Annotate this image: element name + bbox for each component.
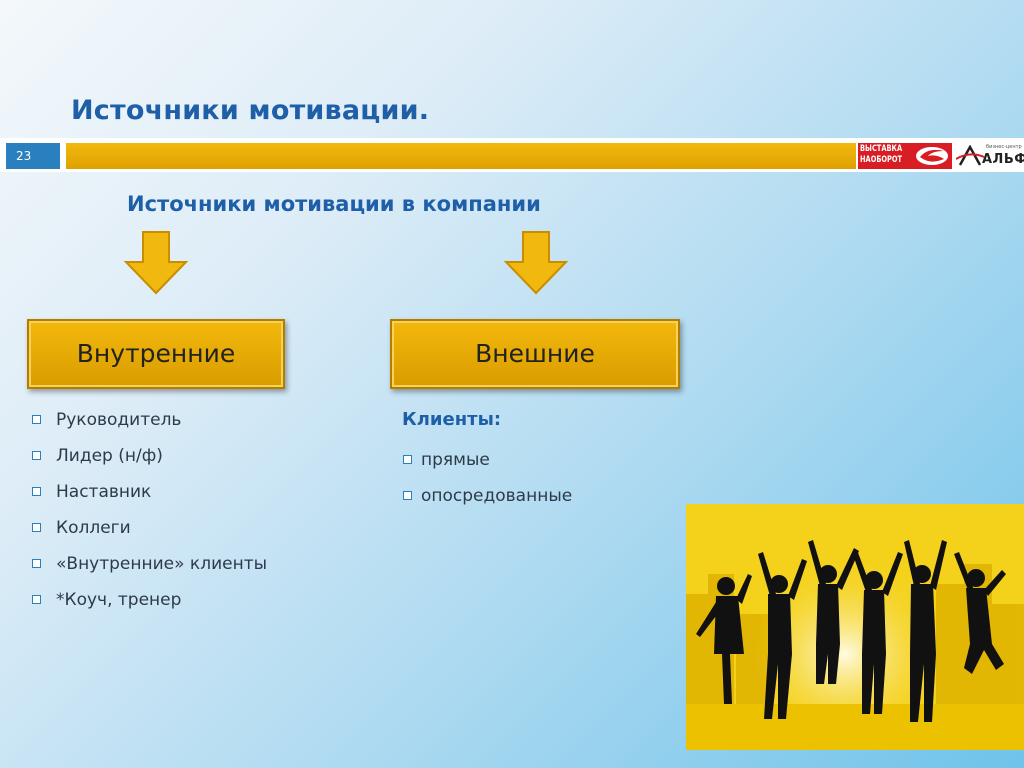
internal-sources-list: Руководитель Лидер (н/ф) Наставник Колле… [30, 409, 267, 625]
slide-number: 23 [6, 143, 60, 169]
slide-subtitle: Источники мотивации в компании [127, 192, 541, 216]
external-box: Внешние [390, 319, 680, 389]
square-bullet-icon [32, 487, 41, 496]
logo-small-text: бизнес-центр [986, 144, 1022, 150]
alpha-symbol-icon [956, 145, 984, 166]
square-bullet-icon [32, 451, 41, 460]
swirl-logo-icon [916, 147, 948, 165]
list-item: Лидер (н/ф) [30, 445, 267, 481]
list-item-label: «Внутренние» клиенты [56, 554, 268, 574]
list-item-label: прямые [421, 450, 490, 470]
list-item-label: Лидер (н/ф) [56, 446, 163, 466]
slide-title: Источники мотивации. [71, 95, 430, 126]
logo-text-line2: НАОБОРОТ [860, 155, 903, 165]
alpha-center-logo: бизнес-центр АЛЬФ [954, 143, 1024, 169]
list-item-label: опосредованные [421, 486, 573, 506]
list-item: прямые [403, 449, 572, 485]
square-bullet-icon [32, 559, 41, 568]
external-sources-list: прямые опосредованные [403, 449, 572, 521]
list-item: опосредованные [403, 485, 572, 521]
exhibition-logo: ВЫСТАВКА НАОБОРОТ [858, 143, 952, 169]
logo-text-line1: ВЫСТАВКА [860, 144, 903, 154]
list-item: Руководитель [30, 409, 267, 445]
people-silhouettes-illustration [686, 504, 1024, 750]
arrow-down-icon [503, 231, 569, 295]
clients-heading: Клиенты: [402, 409, 502, 430]
square-bullet-icon [32, 523, 41, 532]
list-item: Коллеги [30, 517, 267, 553]
list-item: Наставник [30, 481, 267, 517]
square-bullet-icon [32, 415, 41, 424]
arrow-down-icon [123, 231, 189, 295]
internal-box: Внутренние [27, 319, 285, 389]
list-item: *Коуч, тренер [30, 589, 267, 625]
celebrating-people-image [686, 504, 1024, 750]
logo-big-text: АЛЬФ [982, 152, 1024, 167]
list-item-label: *Коуч, тренер [56, 590, 182, 610]
list-item-label: Наставник [56, 482, 152, 502]
gold-divider-bar [66, 143, 856, 169]
list-item-label: Руководитель [56, 410, 182, 430]
list-item: «Внутренние» клиенты [30, 553, 267, 589]
square-bullet-icon [403, 491, 412, 500]
square-bullet-icon [403, 455, 412, 464]
square-bullet-icon [32, 595, 41, 604]
list-item-label: Коллеги [56, 518, 131, 538]
